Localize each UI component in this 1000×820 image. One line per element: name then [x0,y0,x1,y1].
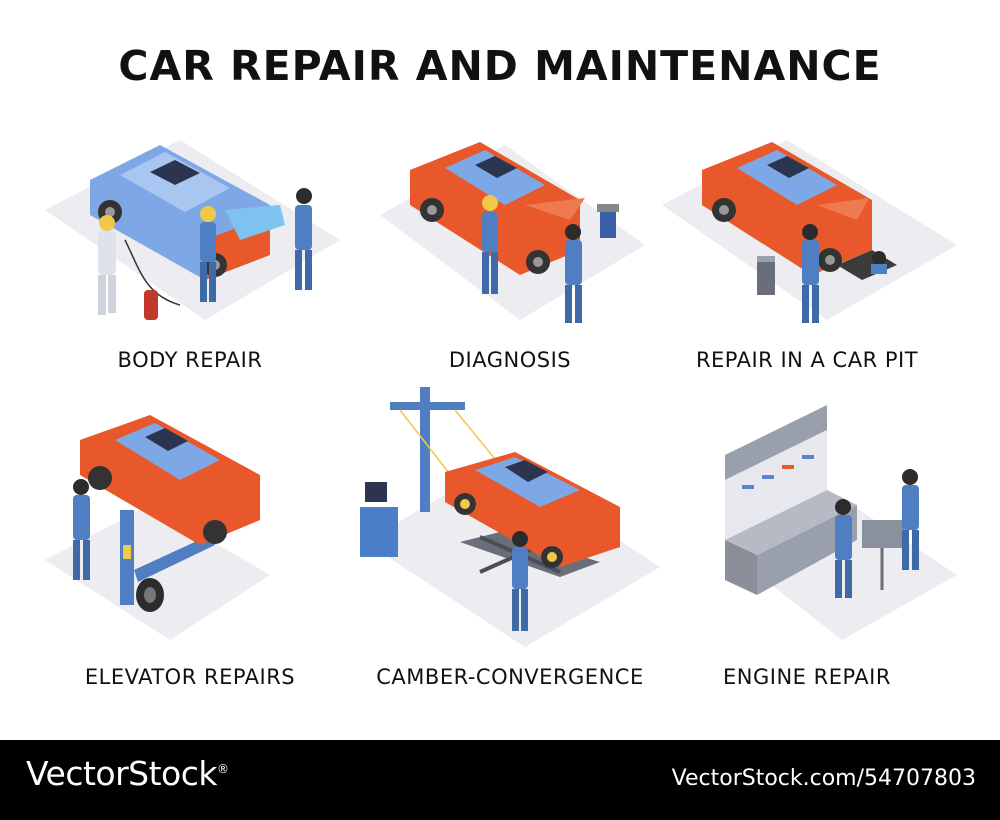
caption-car-pit: REPAIR IN A CAR PIT [695,348,919,372]
panel-engine-repair: ENGINE REPAIR [657,400,957,689]
body-repair-illustration [45,140,340,320]
diagnosis-illustration [380,142,645,323]
car-pit-illustration [662,140,957,323]
page-title: CAR REPAIR AND MAINTENANCE [118,42,882,90]
panel-camber-convergence: CAMBER-CONVERGENCE [360,382,660,689]
panel-body-repair: BODY REPAIR [40,130,340,380]
caption-diagnosis: DIAGNOSIS [448,348,572,372]
panel-elevator-repairs: ELEVATOR REPAIRS [40,410,340,689]
engine-repair-illustration [725,405,957,640]
caption-body-repair: BODY REPAIR [117,348,263,372]
caption-engine-repair: ENGINE REPAIR [723,665,891,689]
panel-diagnosis: DIAGNOSIS [360,130,660,380]
wheel-alignment-illustration [360,387,660,647]
caption-camber-convergence: CAMBER-CONVERGENCE [376,665,644,689]
brand-registered-mark: ® [217,762,229,776]
brand-name: VectorStock [26,754,218,793]
brand-logo: VectorStock® [26,754,229,793]
image-id: VectorStock.com/54707803 [671,766,976,791]
panel-car-pit: REPAIR IN A CAR PIT [657,130,957,380]
footer-bar: VectorStock® VectorStock.com/54707803 [0,740,1000,820]
car-lift-illustration [45,415,270,640]
caption-elevator-repairs: ELEVATOR REPAIRS [84,665,296,689]
